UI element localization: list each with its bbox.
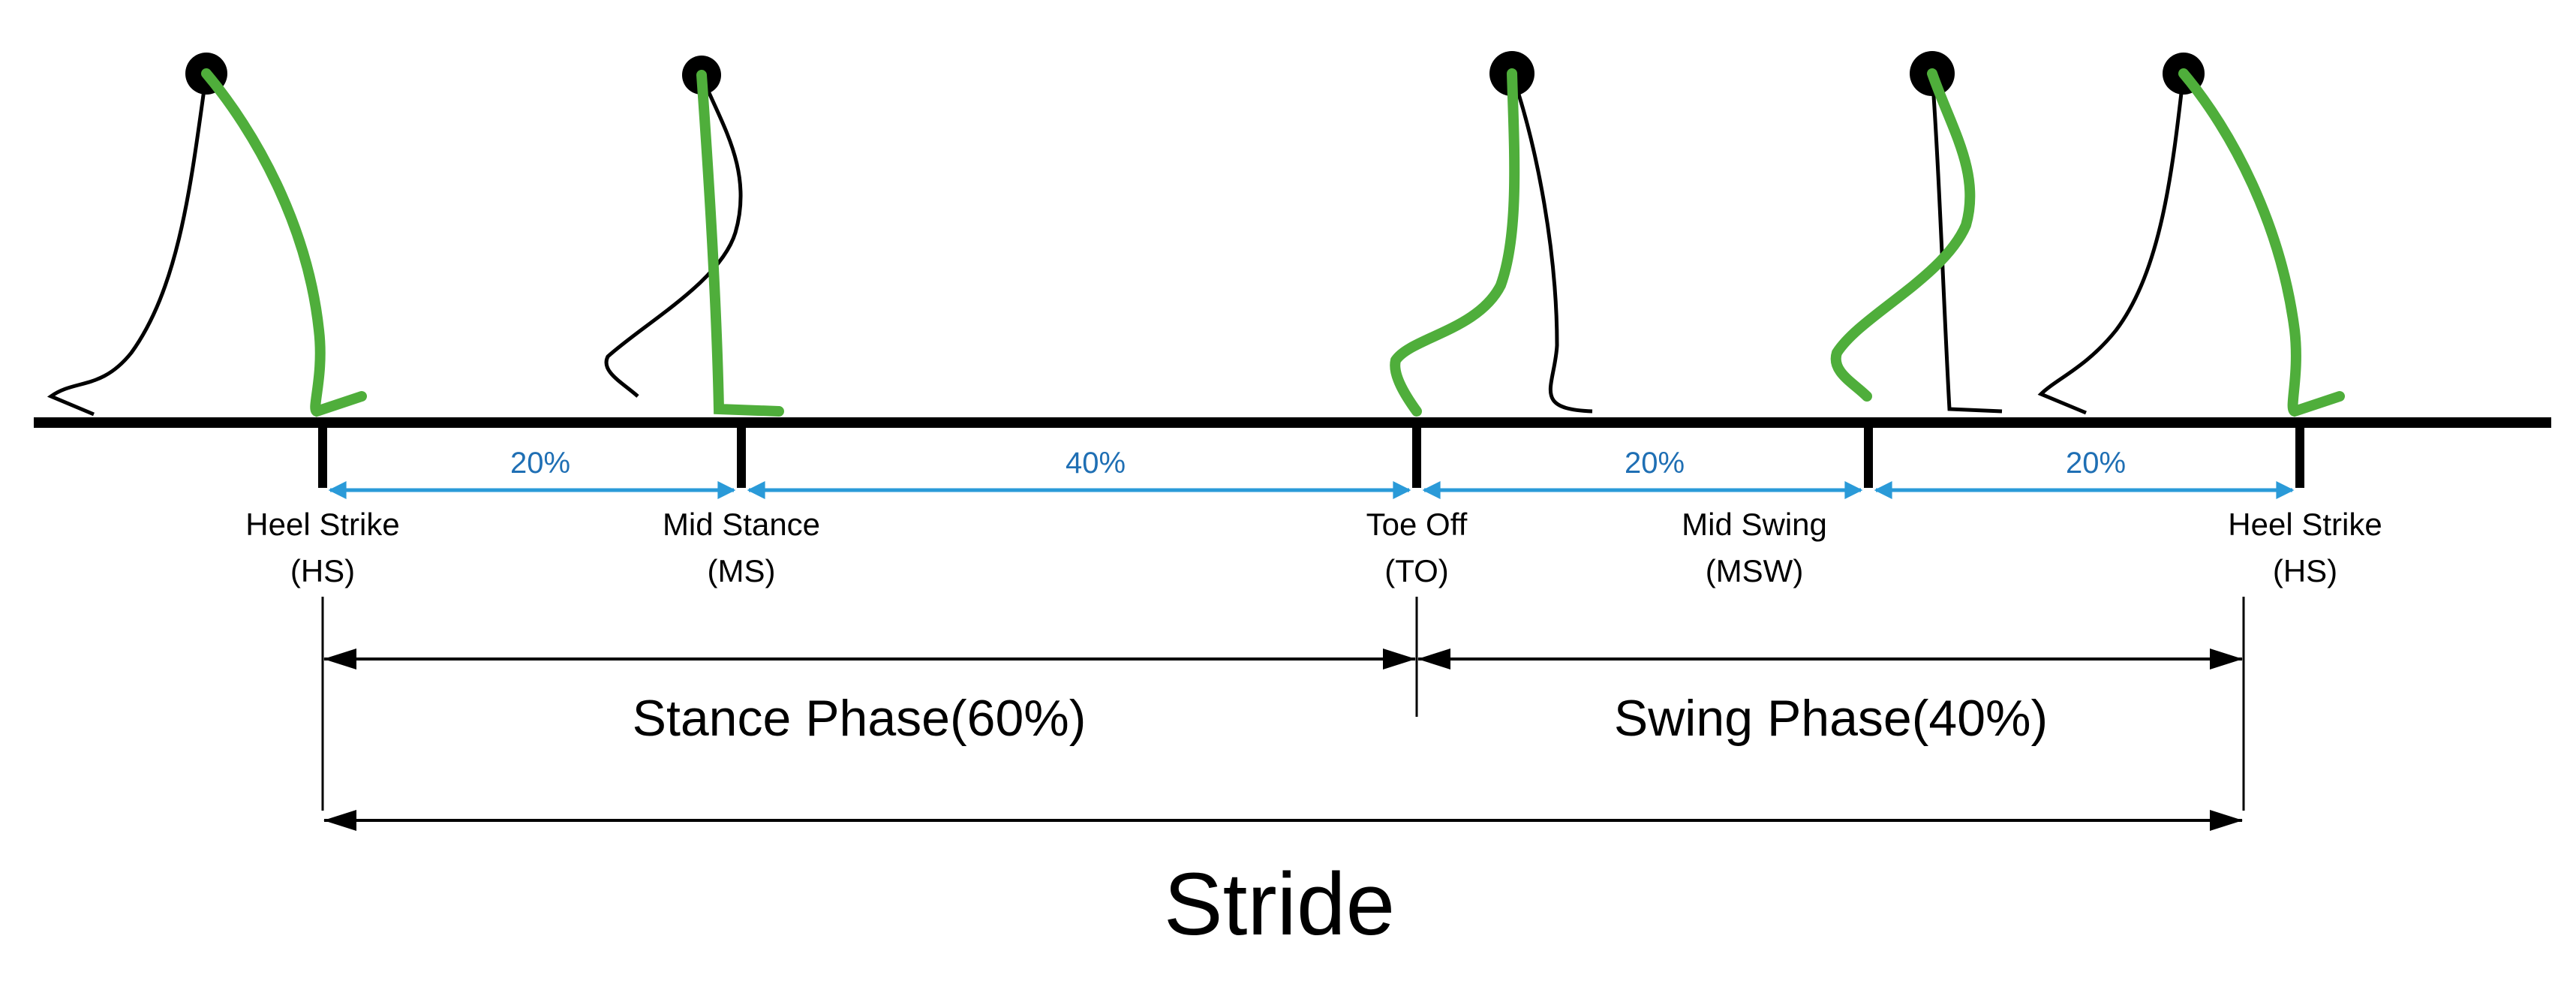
- figure-heel-strike: [47, 53, 367, 417]
- interval-label: 20%: [1625, 447, 1685, 480]
- green-leg: [1830, 68, 1976, 402]
- walking-figures: [47, 51, 2345, 417]
- event-label-abbr: (HS): [290, 553, 355, 588]
- interval-labels: 20% 40% 20% 20%: [510, 447, 2126, 480]
- stride-label: Stride: [1164, 855, 1395, 954]
- event-label-name: Heel Strike: [2228, 507, 2382, 542]
- event-label-name: Heel Strike: [245, 507, 399, 542]
- event-label-abbr: (TO): [1384, 553, 1449, 588]
- event-label-abbr: (HS): [2273, 553, 2337, 588]
- green-leg: [201, 68, 367, 417]
- phase-arrows: [323, 648, 2243, 831]
- event-label-name: Mid Stance: [663, 507, 820, 542]
- event-label-abbr: (MS): [708, 553, 776, 588]
- interval-label: 20%: [2066, 447, 2126, 480]
- green-leg: [696, 70, 784, 417]
- event-label-name: Toe Off: [1366, 507, 1468, 542]
- swing-phase-label: Swing Phase(40%): [1614, 690, 2048, 747]
- interval-label: 40%: [1066, 447, 1126, 480]
- stance-leg: [1930, 73, 2003, 414]
- event-labels: Heel Strike (HS) Mid Stance (MS) Toe Off…: [245, 507, 2382, 588]
- phase-boundaries: [321, 597, 2245, 811]
- stance-phase-label: Stance Phase(60%): [633, 690, 1087, 747]
- figure-heel-strike-end: [2037, 53, 2345, 417]
- figure-toe-off: [1390, 51, 1593, 417]
- green-leg: [1390, 68, 1520, 417]
- trailing-leg: [2037, 73, 2186, 415]
- figure-mid-stance: [604, 56, 784, 417]
- green-leg: [2178, 68, 2345, 417]
- trailing-leg: [47, 73, 209, 417]
- swinging-leg: [604, 74, 743, 398]
- event-ticks: [318, 423, 2304, 488]
- event-label-abbr: (MSW): [1706, 553, 1804, 588]
- figure-mid-swing: [1830, 51, 2003, 414]
- stance-leg: [1510, 73, 1593, 414]
- event-label-name: Mid Swing: [1682, 507, 1827, 542]
- interval-label: 20%: [510, 447, 570, 480]
